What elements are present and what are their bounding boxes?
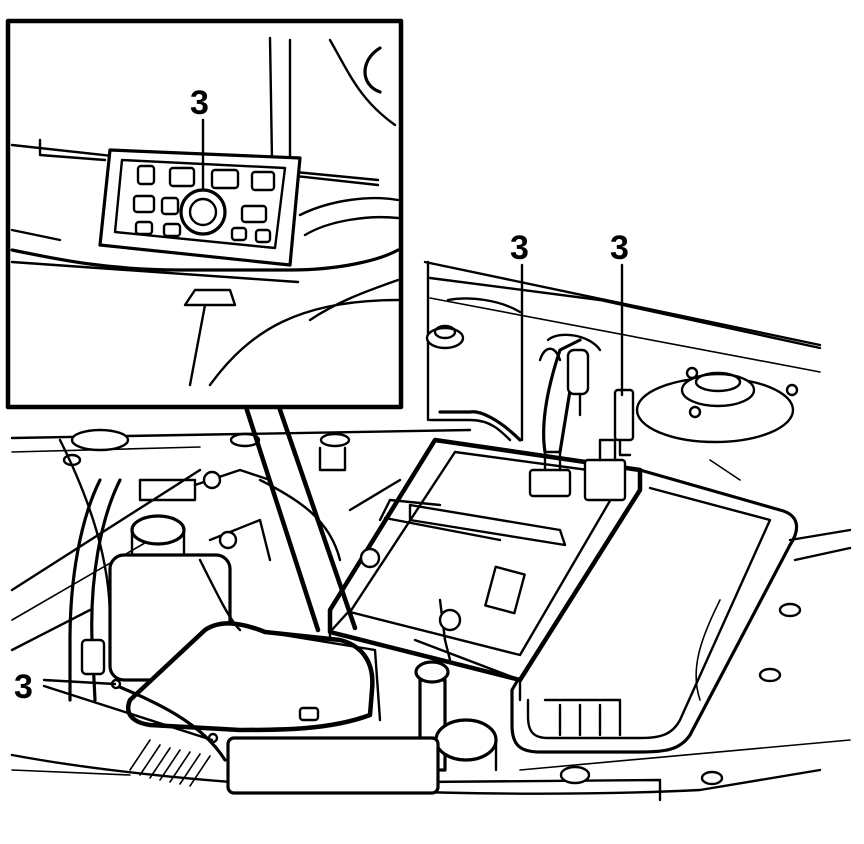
intake-hose xyxy=(68,478,122,702)
callout-label-battery-positive: 3 xyxy=(510,229,529,267)
detail-inset xyxy=(5,18,404,633)
inset-pointer-right xyxy=(275,401,358,631)
leader-left-harness-lower xyxy=(42,684,214,742)
fuse-box-cover xyxy=(510,459,852,786)
leader-left-harness-upper xyxy=(42,678,117,686)
leader-lines xyxy=(42,118,624,742)
callout-label-left-harness: 3 xyxy=(14,668,33,706)
inset-terminal-nut xyxy=(179,188,227,236)
washer-cover xyxy=(125,621,382,733)
engine-bay-illustration xyxy=(10,260,852,802)
inset-pointer-left xyxy=(242,401,321,633)
callout-label-inset: 3 xyxy=(190,84,209,122)
strut-tower xyxy=(635,366,799,444)
battery xyxy=(327,437,643,702)
fuse-slots xyxy=(132,164,276,244)
callout-labels: 3 3 3 3 xyxy=(14,84,629,706)
inset-contents xyxy=(10,36,400,387)
callout-label-battery-negative: 3 xyxy=(610,229,629,267)
battery-cables xyxy=(428,333,635,457)
radiator-grille xyxy=(129,736,440,795)
mount-bolts xyxy=(62,324,465,467)
